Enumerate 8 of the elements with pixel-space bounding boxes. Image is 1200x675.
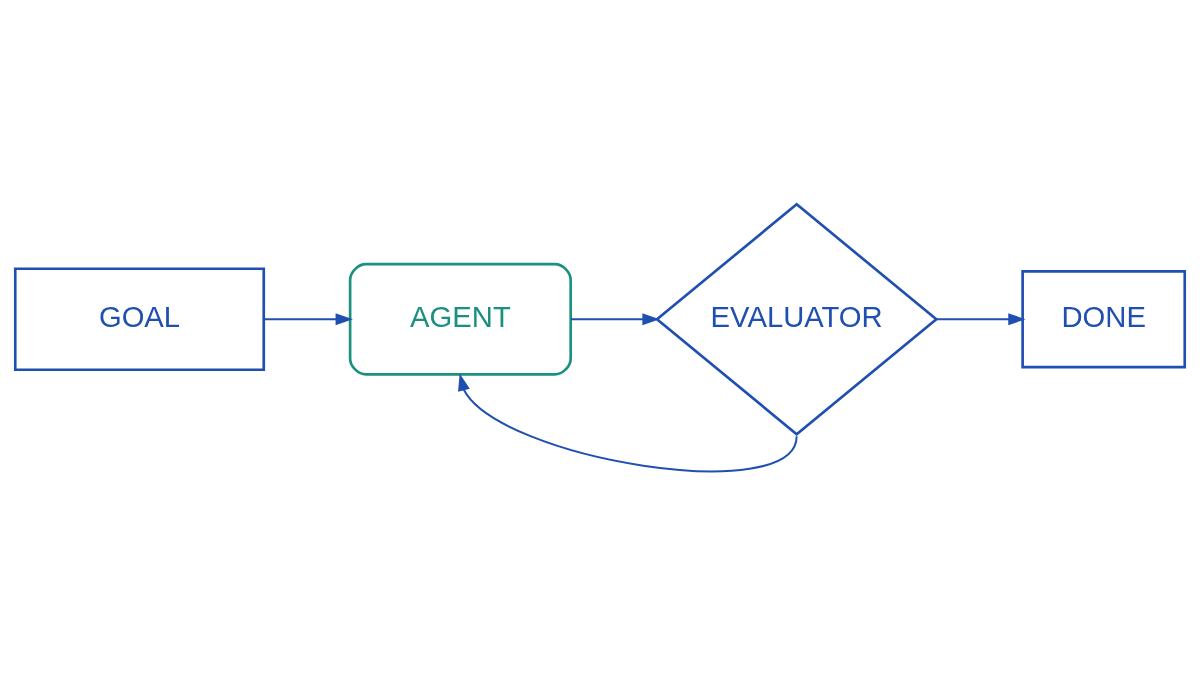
- arrow: [262, 312, 353, 325]
- node-box: AGENT: [348, 262, 573, 376]
- arrow: [458, 373, 798, 472]
- arrow: [935, 312, 1026, 325]
- node-diamond: EVALUATOR: [654, 202, 939, 436]
- node-box: GOAL: [13, 266, 266, 371]
- arrow: [569, 312, 660, 325]
- node-box: DONE: [1021, 269, 1187, 368]
